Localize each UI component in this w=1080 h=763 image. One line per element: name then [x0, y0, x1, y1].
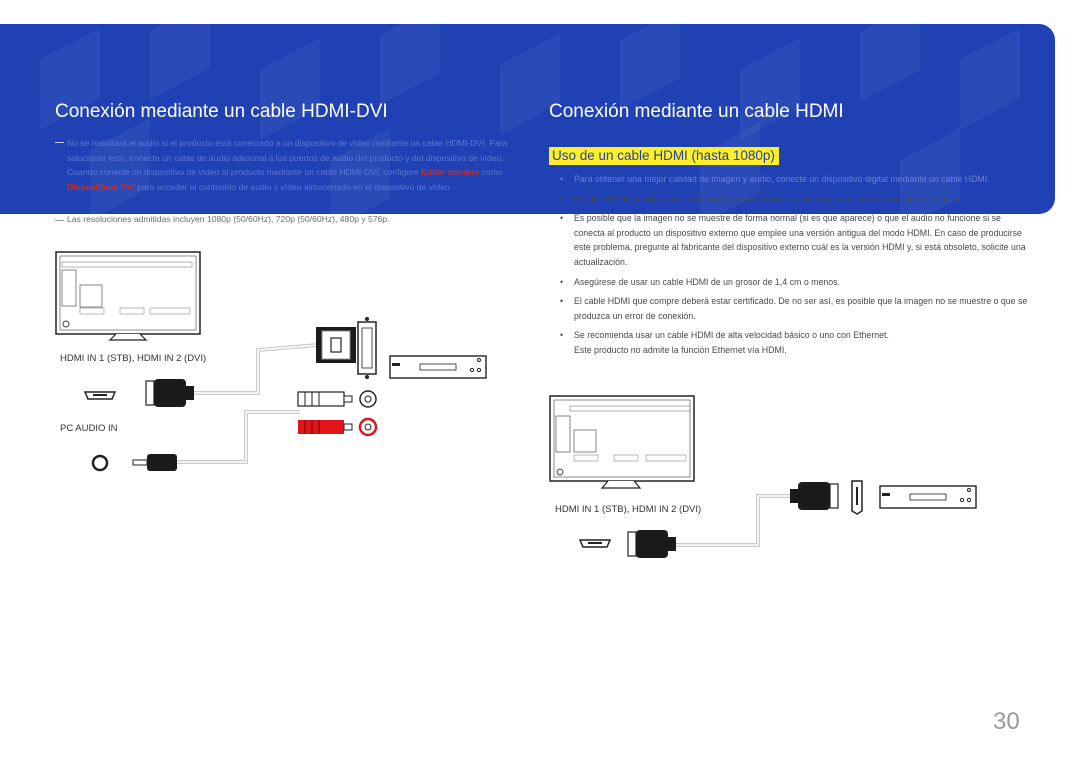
note-bar — [55, 220, 64, 221]
note-resolutions: Las resoluciones admitidas incluyen 1080… — [55, 214, 390, 224]
dvd-player-icon-left — [389, 355, 487, 379]
hdmi-port-icon-right — [578, 539, 612, 548]
note-bar — [55, 142, 64, 143]
hdmi-plug-icon-right-tv — [627, 530, 676, 558]
page-number: 30 — [993, 708, 1020, 735]
bullet-item: Es posible que la imagen no se muestre d… — [560, 211, 1030, 269]
hdmi-plug-icon — [145, 379, 194, 407]
bullet-item: Para obtener una mejor calidad de imagen… — [560, 172, 1030, 187]
hdmi-port-icon — [83, 391, 117, 400]
highlight-dvi-devices: Dispositivos DVI — [67, 181, 135, 192]
bullet-item: El cable HDMI que compre deberá estar ce… — [560, 294, 1030, 323]
audio-jack-icon — [91, 454, 109, 472]
label-hdmi-ports-right: HDMI IN 1 (STB), HDMI IN 2 (DVI) — [555, 504, 702, 515]
dvd-player-icon-right — [879, 485, 977, 509]
tv-back-panel-right — [549, 395, 695, 489]
bullet-item: Asegúrese de usar un cable HDMI de un gr… — [560, 275, 1030, 290]
bullet-item: Se recomienda usar un cable HDMI de alta… — [560, 328, 1030, 357]
device-hdmi-port-icon — [851, 480, 863, 515]
dvi-connector-icon — [316, 317, 377, 379]
note-audio-hdmi-dvi: No se habilitará el audio si el producto… — [55, 136, 522, 194]
audio-plug-icon — [132, 454, 177, 471]
note-text: para acceder al contenido de audio y víd… — [134, 181, 453, 192]
bullet-item: El cable HDMI admite señales de vídeo y … — [560, 192, 1030, 207]
hdmi-plug-icon-right-device — [790, 482, 839, 510]
note-text: Las resoluciones admitidas incluyen 1080… — [67, 214, 390, 224]
tv-back-panel-left — [55, 251, 201, 341]
subsection-title-hdmi-1080p: Uso de un cable HDMI (hasta 1080p) — [549, 147, 779, 165]
rca-plug-red-icon — [298, 417, 378, 437]
label-pc-audio-in: PC AUDIO IN — [60, 423, 118, 434]
note-text: No se habilitará el audio si el producto… — [67, 138, 508, 178]
rca-plug-white-icon — [297, 390, 377, 408]
section-title-hdmi: Conexión mediante un cable HDMI — [549, 101, 844, 122]
note-text: como — [479, 167, 503, 178]
highlight-edit-name: Editar nombre — [420, 167, 480, 178]
section-title-hdmi-dvi: Conexión mediante un cable HDMI-DVI — [55, 101, 388, 122]
bullet-list: Para obtener una mejor calidad de imagen… — [560, 172, 1030, 363]
label-hdmi-ports-left: HDMI IN 1 (STB), HDMI IN 2 (DVI) — [60, 353, 207, 364]
